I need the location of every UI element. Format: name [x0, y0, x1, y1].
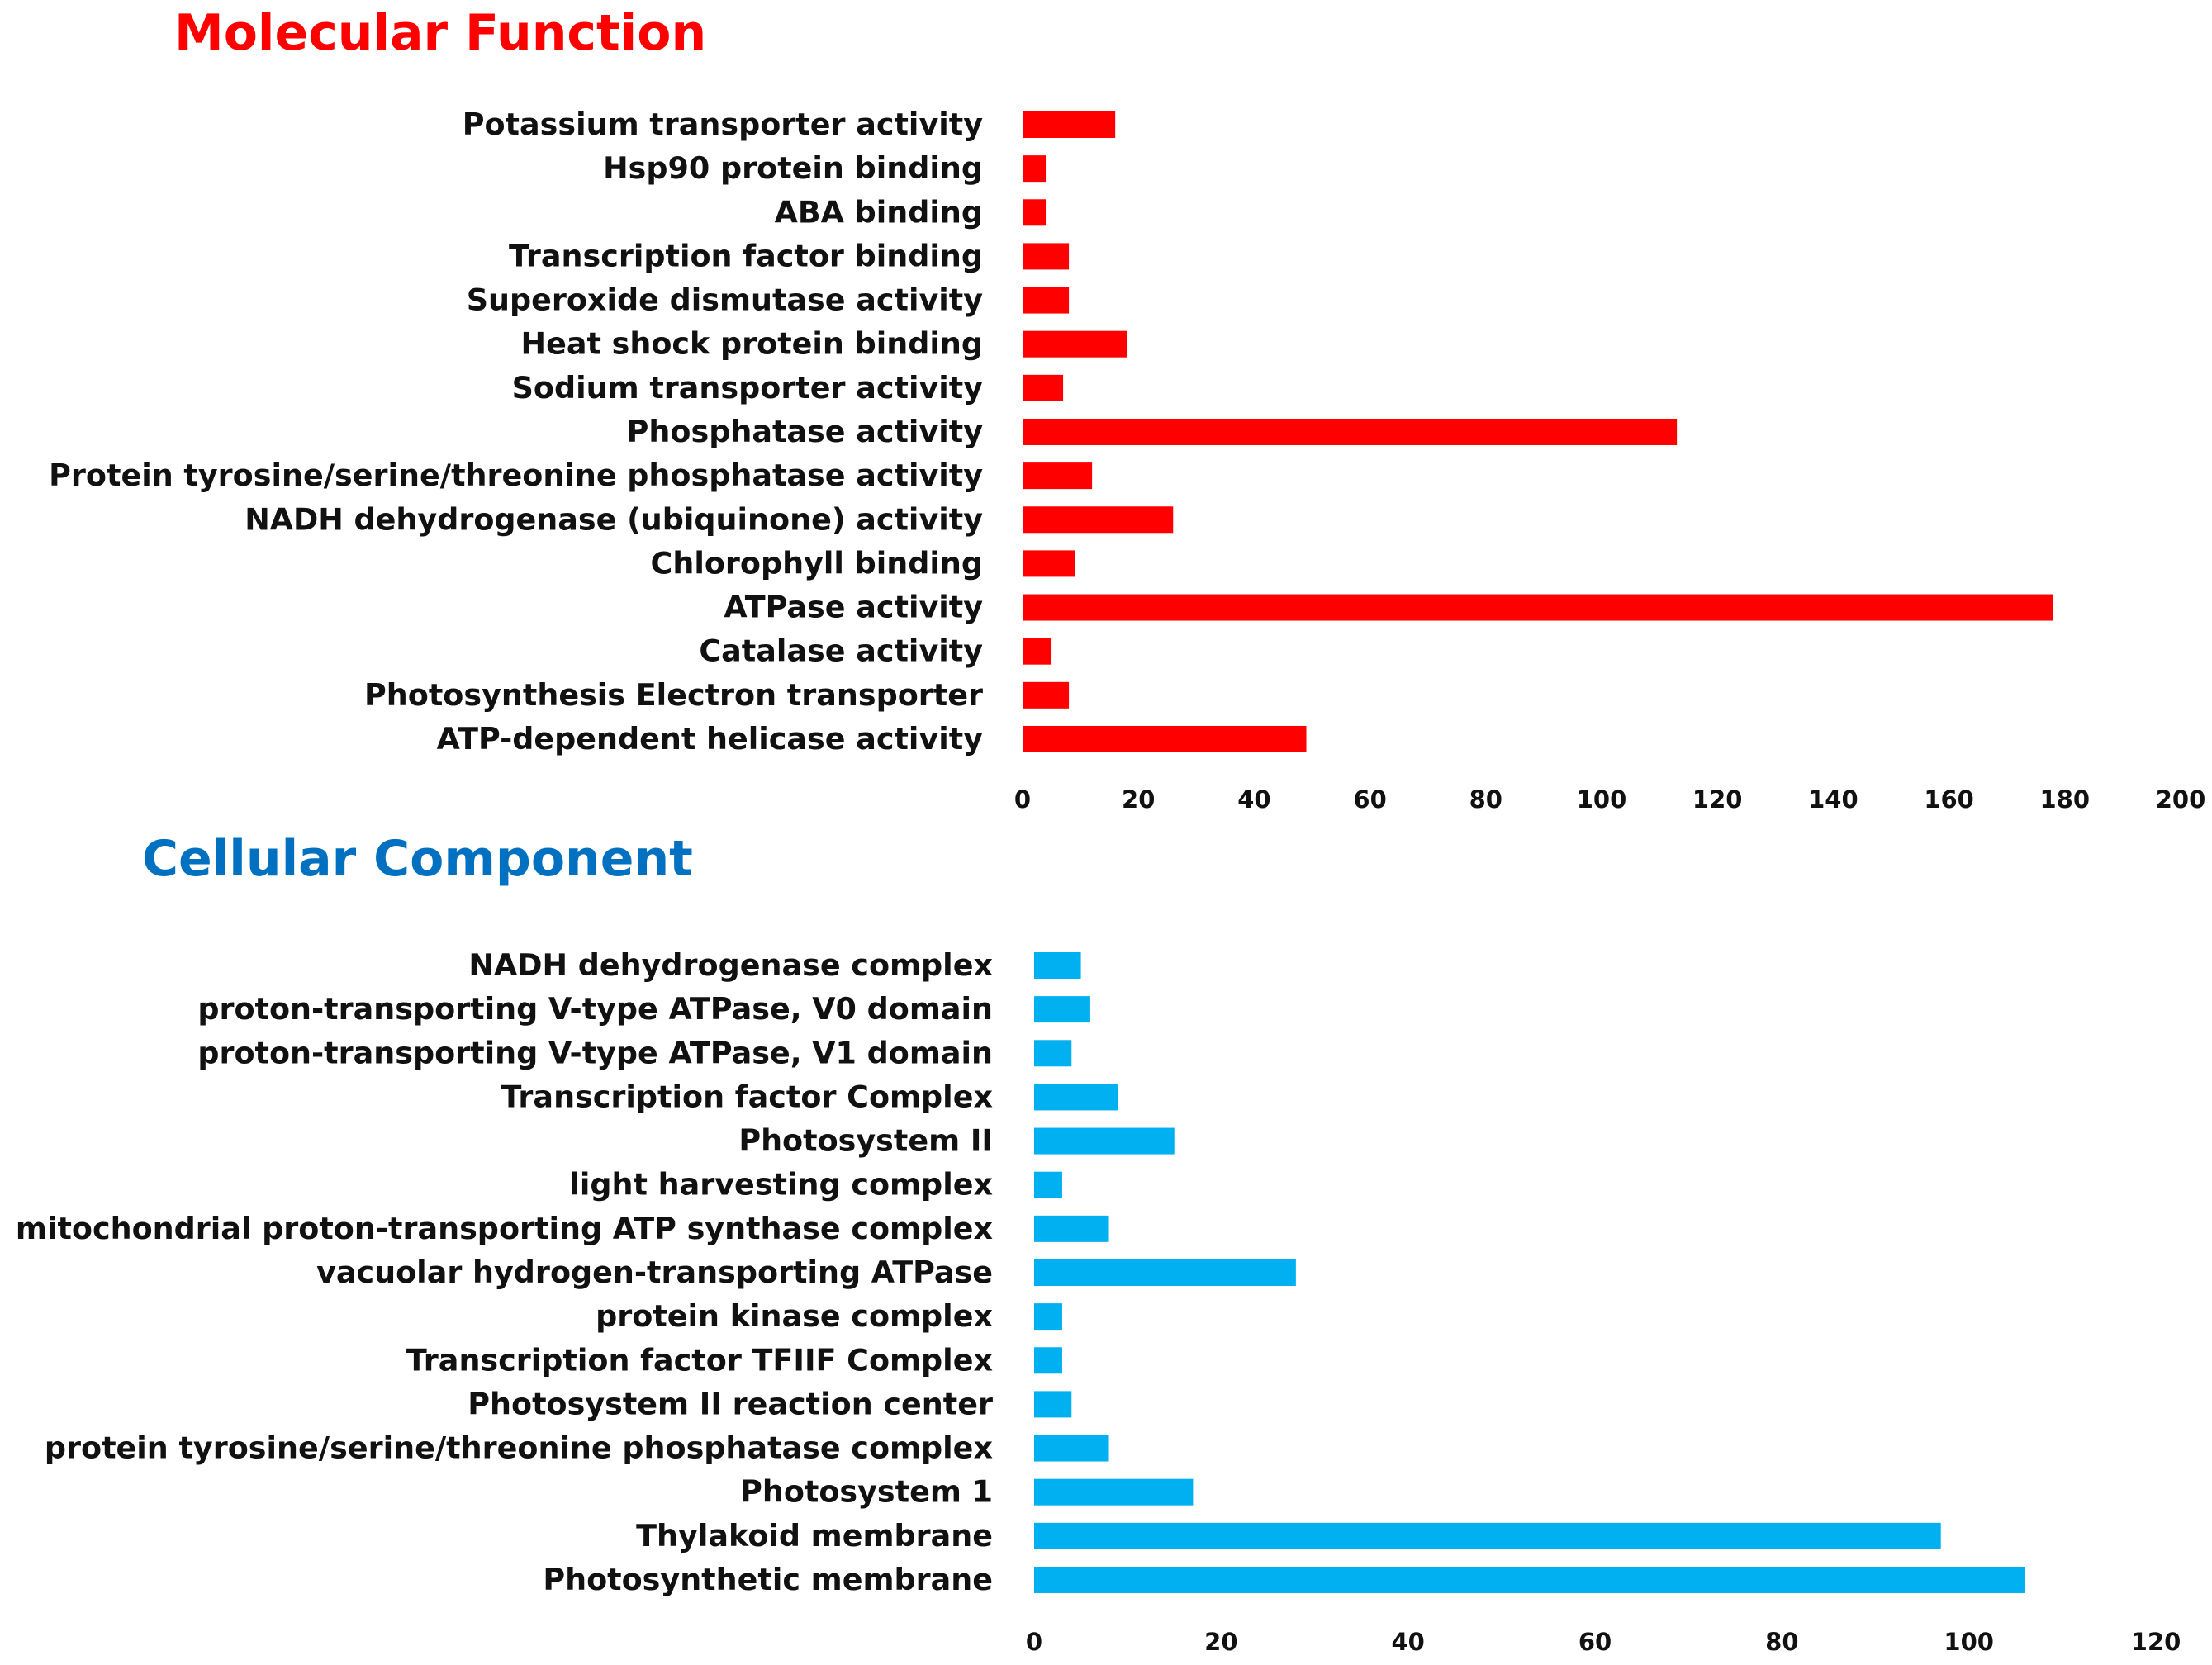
cc-bar — [1034, 952, 1081, 979]
cc-bar — [1034, 1259, 1296, 1286]
mf-bar — [1023, 550, 1075, 577]
cc-bar — [1034, 1391, 1072, 1418]
mf-bar — [1023, 199, 1047, 226]
cellular-component-chart: NADH dehydrogenase complex proton-transpo… — [16, 947, 2181, 1656]
cc-bar — [1034, 1084, 1118, 1111]
cc-x-tick-label: 80 — [1765, 1628, 1798, 1656]
cc-category-label: Transcription factor TFIIF Complex — [406, 1342, 993, 1378]
mf-bar — [1023, 418, 1678, 445]
cc-category-label: Thylakoid membrane — [636, 1518, 993, 1554]
cc-bar — [1034, 996, 1090, 1023]
mf-category-label: Heat shock protein binding — [521, 326, 983, 362]
cc-x-tick-label: 0 — [1026, 1628, 1042, 1656]
cc-category-label: Transcription factor Complex — [501, 1079, 993, 1114]
mf-x-tick-label: 60 — [1353, 785, 1386, 814]
mf-bar — [1023, 155, 1047, 183]
cc-bar — [1034, 1522, 1941, 1549]
mf-category-label: Chlorophyll binding — [651, 545, 983, 581]
mf-x-tick-label: 80 — [1469, 785, 1502, 814]
mf-category-label: ATPase activity — [724, 590, 983, 625]
cc-bar — [1034, 1040, 1072, 1067]
mf-x-tick-label: 140 — [1808, 785, 1858, 814]
cc-x-tick-label: 60 — [1578, 1628, 1612, 1656]
mf-bar — [1023, 243, 1070, 270]
mf-bar — [1023, 111, 1116, 138]
mf-category-label: Phosphatase activity — [627, 414, 984, 449]
mf-bar — [1023, 374, 1064, 401]
mf-x-tick-label: 100 — [1577, 785, 1627, 814]
cc-category-label: light harvesting complex — [569, 1167, 993, 1202]
cc-category-label: protein kinase complex — [596, 1298, 993, 1334]
cc-category-label: Photosystem 1 — [740, 1474, 993, 1510]
mf-bar — [1023, 287, 1070, 314]
mf-bar — [1023, 506, 1174, 534]
mf-category-label: Transcription factor binding — [509, 238, 983, 273]
mf-category-label: ABA binding — [775, 194, 983, 230]
mf-bar — [1023, 594, 2053, 621]
cc-category-label: proton-transporting V-type ATPase, V0 do… — [197, 991, 993, 1027]
molecular-function-title: Molecular Function — [174, 4, 706, 62]
cellular-component-title: Cellular Component — [142, 830, 693, 888]
cc-bar — [1034, 1566, 2025, 1593]
mf-bar — [1023, 330, 1127, 358]
cc-bar — [1034, 1215, 1109, 1242]
cc-x-tick-label: 120 — [2131, 1628, 2181, 1656]
cc-category-label: mitochondrial proton-transporting ATP sy… — [16, 1211, 993, 1246]
cc-category-label: Photosynthetic membrane — [543, 1562, 993, 1597]
cc-category-label: NADH dehydrogenase complex — [468, 947, 993, 983]
mf-bar — [1023, 638, 1052, 665]
mf-category-label: Sodium transporter activity — [512, 370, 984, 406]
mf-category-label: Superoxide dismutase activity — [467, 282, 984, 318]
mf-x-tick-label: 40 — [1237, 785, 1270, 814]
mf-category-label: Potassium transporter activity — [463, 107, 983, 142]
cc-bar — [1034, 1478, 1194, 1506]
cc-bar — [1034, 1127, 1175, 1155]
mf-category-label: Protein tyrosine/serine/threonine phosph… — [49, 458, 983, 493]
mf-x-tick-label: 200 — [2156, 785, 2206, 814]
cc-x-tick-label: 100 — [1944, 1628, 1994, 1656]
cc-category-label: protein tyrosine/serine/threonine phosph… — [45, 1430, 993, 1466]
mf-x-tick-label: 20 — [1122, 785, 1155, 814]
mf-category-label: Photosynthesis Electron transporter — [364, 677, 983, 713]
mf-bar — [1023, 725, 1307, 752]
cc-category-label: Photosystem II — [738, 1123, 993, 1159]
cc-x-tick-label: 20 — [1204, 1628, 1237, 1656]
cc-category-label: vacuolar hydrogen-transporting ATPase — [316, 1255, 993, 1290]
cc-bar — [1034, 1171, 1062, 1198]
mf-x-tick-label: 160 — [1924, 785, 1974, 814]
cc-bar — [1034, 1303, 1062, 1331]
mf-category-label: Hsp90 protein binding — [603, 150, 983, 186]
mf-x-tick-label: 0 — [1014, 785, 1031, 814]
mf-category-label: NADH dehydrogenase (ubiquinone) activity — [244, 501, 983, 537]
mf-bar — [1023, 462, 1093, 490]
mf-x-tick-label: 120 — [1692, 785, 1743, 814]
cc-category-label: proton-transporting V-type ATPase, V1 do… — [197, 1035, 993, 1070]
cc-category-label: Photosystem II reaction center — [468, 1386, 993, 1421]
mf-x-tick-label: 180 — [2040, 785, 2091, 814]
cc-bar — [1034, 1435, 1109, 1462]
cc-bar — [1034, 1347, 1062, 1374]
mf-category-label: ATP-dependent helicase activity — [437, 721, 984, 757]
mf-bar — [1023, 681, 1070, 709]
cc-x-tick-label: 40 — [1391, 1628, 1424, 1656]
mf-category-label: Catalase activity — [699, 633, 983, 669]
